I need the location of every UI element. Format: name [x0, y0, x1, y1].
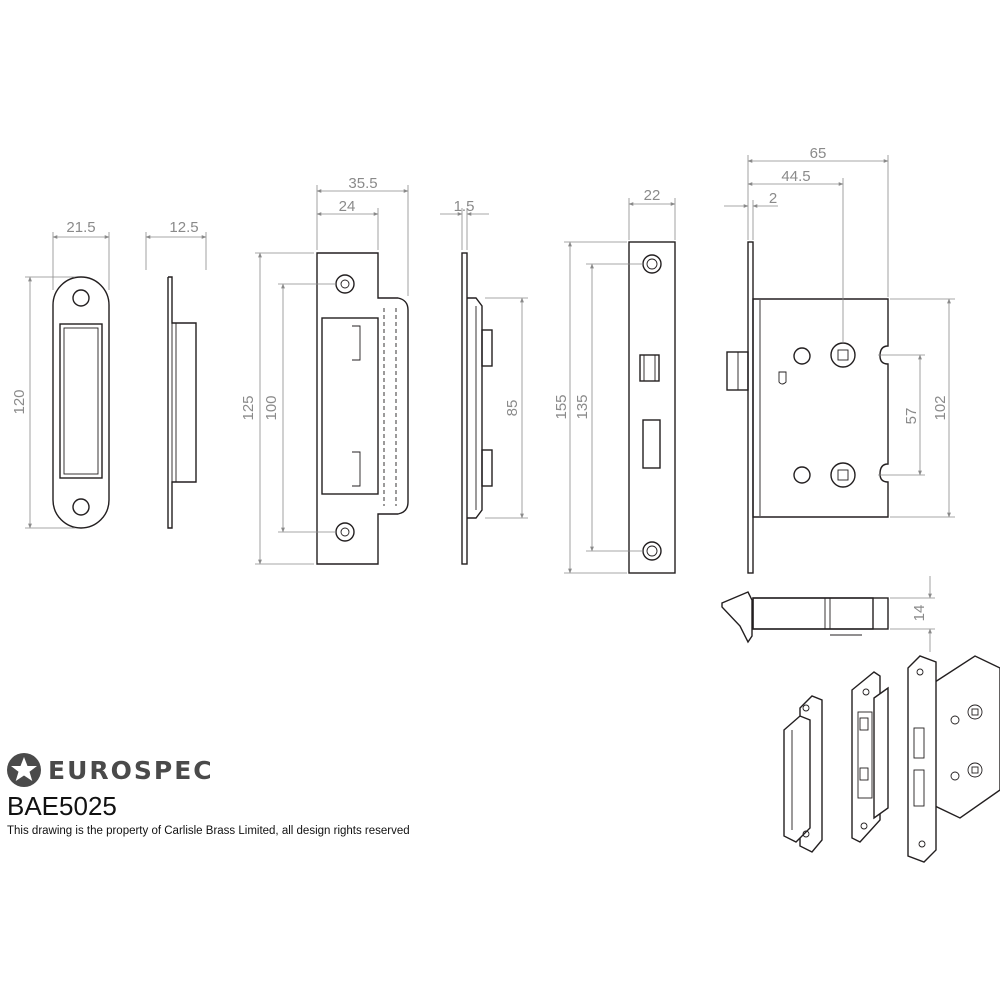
strike-box-height-label: 85 [504, 400, 521, 417]
strike-width-label: 24 [339, 198, 356, 215]
strike-height-label: 125 [240, 395, 257, 420]
dimension-keep-width: 21.5 [52, 219, 110, 290]
case-height-label: 102 [932, 395, 949, 420]
dimension-strike-thickness: 1.5 [440, 198, 489, 250]
strike-overall-width-label: 35.5 [348, 175, 377, 192]
strike-front-view [316, 252, 409, 565]
model-number: BAE5025 [7, 791, 117, 821]
forend-thickness-label: 2 [769, 190, 777, 207]
dimension-strike-height: 125 [240, 252, 314, 565]
backset-label: 44.5 [781, 168, 810, 185]
forend-hole-centres-label: 135 [574, 394, 591, 419]
dimension-keep-height: 120 [11, 276, 75, 529]
lock-case-top-view [721, 591, 889, 644]
brand-block: EUROSPEC [6, 752, 214, 788]
dimension-keep-depth: 12.5 [145, 219, 207, 270]
dimension-forend-height: 155 [553, 241, 627, 574]
copyright-notice: This drawing is the property of Carlisle… [7, 825, 410, 837]
dimension-strike-box-height: 85 [485, 297, 528, 519]
lock-case-side-view [726, 241, 889, 574]
dimension-forend-thickness: 2 [724, 190, 778, 240]
isometric-lock [907, 655, 1000, 863]
isometric-strike [851, 671, 889, 843]
dimension-case-height: 102 [890, 298, 955, 518]
strike-thickness-label: 1.5 [454, 198, 475, 215]
dimension-case-overall-depth: 65 [747, 145, 889, 297]
case-overall-depth-label: 65 [810, 145, 827, 162]
keep-front-width-label: 21.5 [66, 219, 95, 236]
dimension-forend-width: 22 [628, 187, 676, 240]
dimension-backset: 44.5 [747, 168, 844, 343]
strike-side-view [461, 252, 493, 565]
isometric-keep [783, 695, 823, 853]
keep-side-depth-label: 12.5 [169, 219, 198, 236]
dimension-strike-overall-width: 35.5 [316, 175, 409, 296]
forend-height-label: 155 [553, 394, 570, 419]
brand-name: EUROSPEC [48, 755, 214, 785]
dimension-strike-width: 24 [316, 198, 379, 250]
dimension-follower-centres: 57 [878, 354, 925, 476]
dimension-forend-hole-centres: 135 [574, 263, 643, 552]
keep-side-view [167, 276, 197, 529]
keep-front-view [52, 276, 110, 529]
keep-height-label: 120 [11, 389, 28, 414]
strike-hole-centres-label: 100 [263, 395, 280, 420]
forend-width-label: 22 [644, 187, 661, 204]
forend-front-view [628, 241, 676, 574]
dimension-case-thickness: 14 [890, 576, 935, 652]
case-thickness-label: 14 [911, 605, 928, 622]
dimension-strike-hole-centres: 100 [263, 283, 336, 533]
star-badge-icon [7, 753, 41, 787]
follower-centres-label: 57 [903, 408, 920, 425]
